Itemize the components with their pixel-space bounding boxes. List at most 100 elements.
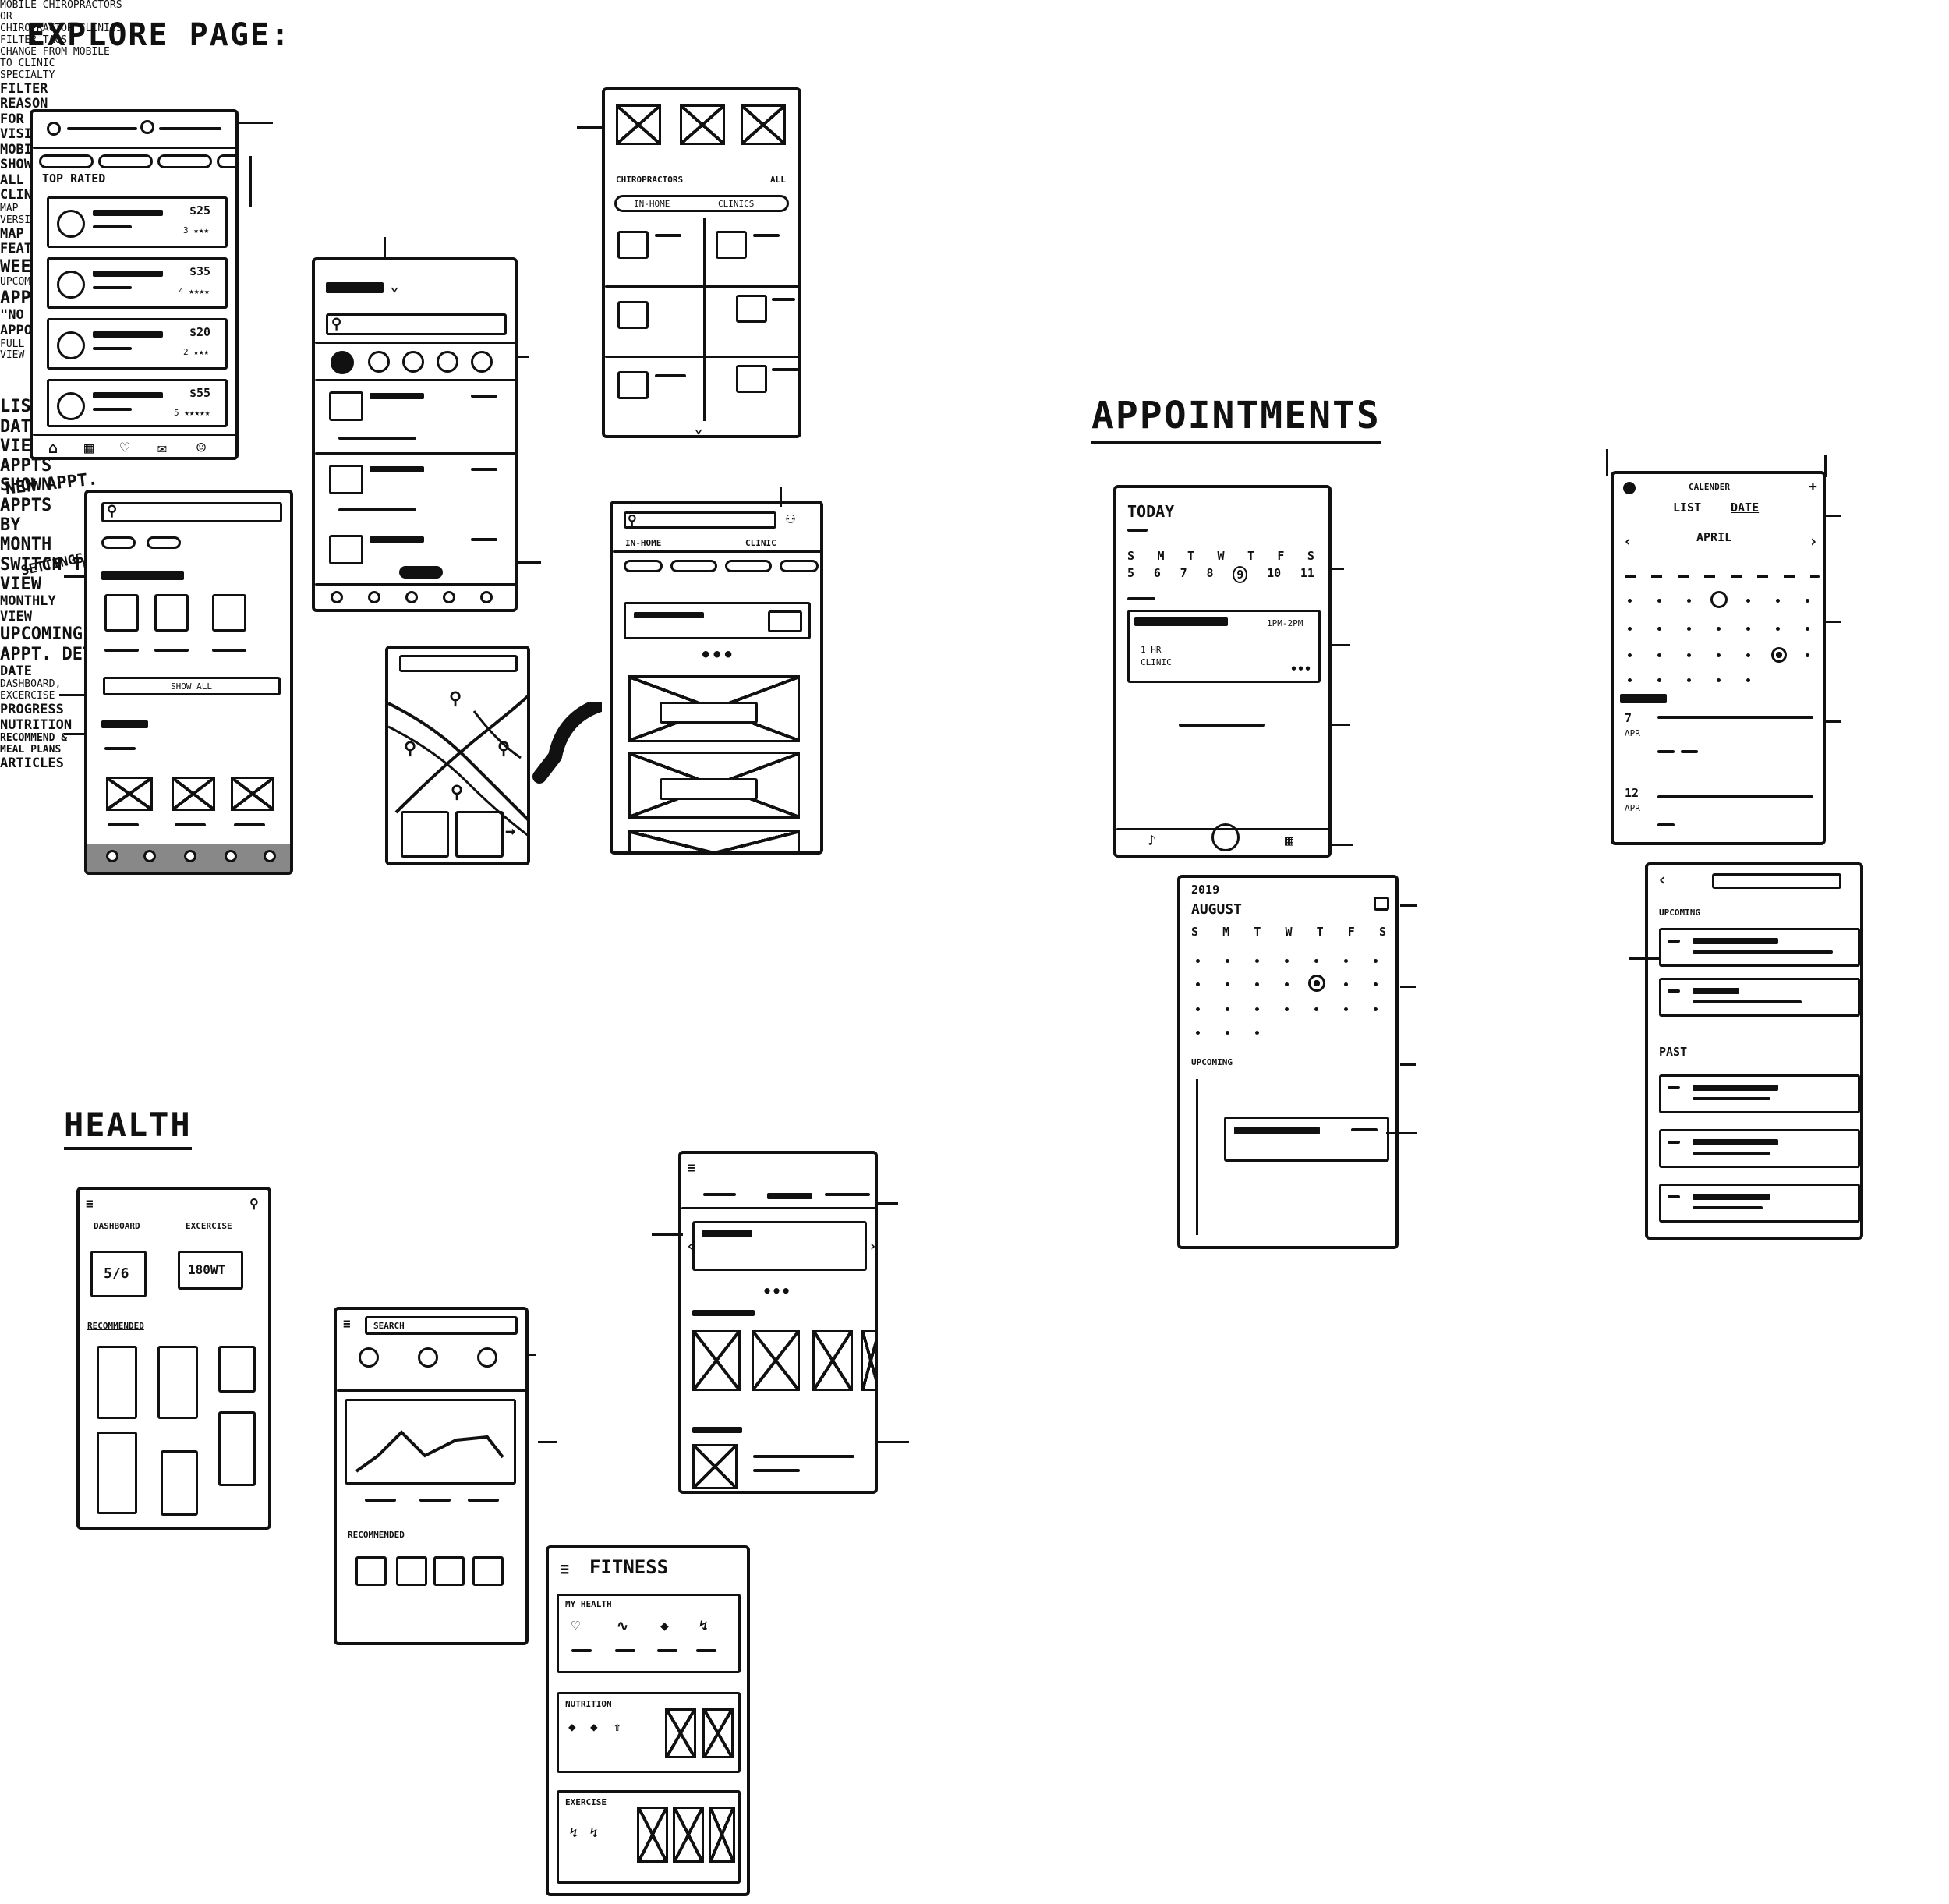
appointment-row[interactable] xyxy=(1659,978,1860,1017)
in-home-clinic-toggle[interactable]: IN-HOME CLINICS xyxy=(614,195,789,212)
exercise-image[interactable] xyxy=(709,1807,735,1863)
calendar-day-dot[interactable] xyxy=(1746,599,1750,603)
article-image[interactable] xyxy=(752,1330,800,1391)
arrow-right-icon[interactable]: → xyxy=(505,822,516,841)
filter-tag[interactable] xyxy=(39,154,94,168)
tab-active[interactable] xyxy=(767,1193,812,1199)
specialty-chip[interactable] xyxy=(402,351,424,373)
map-view[interactable] xyxy=(388,680,530,836)
filter-tag[interactable] xyxy=(98,154,153,168)
calendar-day-dot[interactable] xyxy=(1687,627,1691,631)
date-tab[interactable]: DATE xyxy=(1731,501,1760,515)
appt-row-line[interactable] xyxy=(1657,716,1813,719)
meal-image[interactable] xyxy=(665,1708,696,1758)
nav-icon[interactable] xyxy=(480,591,493,603)
clinics-option[interactable]: CLINICS xyxy=(718,199,755,209)
date-cell[interactable]: 11 xyxy=(1300,566,1314,580)
recommended-card[interactable] xyxy=(157,1346,198,1419)
nav-icon[interactable] xyxy=(225,850,237,862)
recommended-card[interactable] xyxy=(218,1346,256,1393)
add-icon[interactable]: + xyxy=(1809,479,1817,495)
calendar-day-dot[interactable] xyxy=(1687,678,1691,682)
filter-tag[interactable] xyxy=(157,154,212,168)
nav-icon[interactable] xyxy=(405,591,418,603)
menu-icon[interactable]: ≡ xyxy=(343,1316,351,1331)
provider-photo[interactable] xyxy=(154,594,189,632)
list-tab[interactable]: LIST xyxy=(1673,501,1702,515)
meal-plan-card[interactable] xyxy=(692,1221,867,1271)
dashboard-icon[interactable] xyxy=(359,1347,379,1368)
map-pin-icon[interactable]: ⚲ xyxy=(451,783,464,802)
calendar-day-dot[interactable] xyxy=(1687,599,1691,603)
calendar-day-dot[interactable] xyxy=(1344,1007,1348,1011)
stat-card[interactable]: 5/6 xyxy=(90,1251,147,1297)
calendar-day-dot[interactable] xyxy=(1776,627,1780,631)
week-view-toggle[interactable] xyxy=(1374,897,1389,911)
reason-image[interactable] xyxy=(616,104,661,145)
nav-icon[interactable] xyxy=(264,850,276,862)
recommended-thumb[interactable] xyxy=(355,1556,387,1586)
chevron-down-icon[interactable]: ⌄ xyxy=(694,418,704,437)
calendar-day-dot[interactable] xyxy=(1374,959,1378,963)
calendar-day-dot[interactable] xyxy=(1746,678,1750,682)
calendar-day-dot[interactable] xyxy=(1657,627,1661,631)
provider-photo[interactable] xyxy=(736,295,767,323)
calendar-day-dot[interactable] xyxy=(1344,982,1348,986)
calendar-day-dot[interactable] xyxy=(1717,627,1721,631)
map-pin-icon[interactable]: ⚲ xyxy=(449,689,462,709)
more-icon[interactable]: ••• xyxy=(1290,662,1312,676)
location-dropdown[interactable] xyxy=(326,282,384,293)
appointment-card[interactable]: 1PM-2PM 1 HR CLINIC ••• xyxy=(1127,610,1321,683)
menu-icon[interactable]: ≡ xyxy=(688,1160,695,1175)
recommended-thumb[interactable] xyxy=(472,1556,504,1586)
chevron-right-icon[interactable]: › xyxy=(1809,532,1819,550)
provider-card[interactable]: $25 3 ★★★ xyxy=(47,196,228,248)
appointment-row[interactable] xyxy=(1659,1129,1860,1168)
appointment-row[interactable] xyxy=(1659,1184,1860,1223)
calendar-day-dot[interactable] xyxy=(1717,653,1721,657)
calendar-day-dot[interactable] xyxy=(1285,982,1289,986)
health-heart-icon[interactable]: ♡ xyxy=(120,438,130,457)
recommended-card[interactable] xyxy=(218,1411,256,1486)
tab[interactable] xyxy=(825,1193,870,1196)
provider-card[interactable]: $20 2 ★★★ xyxy=(47,318,228,370)
search-input[interactable]: ⚲ xyxy=(101,502,282,522)
calendar-day-dot[interactable] xyxy=(1285,1007,1289,1011)
provider-card[interactable]: $35 4 ★★★★ xyxy=(47,257,228,309)
calendar-day-dot[interactable] xyxy=(1314,959,1318,963)
specialty-chip[interactable] xyxy=(437,351,458,373)
calendar-day-dot[interactable] xyxy=(1226,1031,1229,1035)
exercise-icon[interactable] xyxy=(418,1347,438,1368)
nav-icon[interactable] xyxy=(443,591,455,603)
calendar-day-dot[interactable] xyxy=(1657,678,1661,682)
search-input[interactable] xyxy=(1712,873,1841,889)
search-input[interactable]: ⚲ xyxy=(326,313,507,335)
nav-icon[interactable] xyxy=(368,591,380,603)
show-all-button[interactable]: SHOW ALL xyxy=(103,677,281,695)
filter-tag[interactable] xyxy=(624,560,663,572)
filter-tag[interactable] xyxy=(101,536,136,549)
provider-photo[interactable] xyxy=(617,231,649,259)
provider-photo[interactable] xyxy=(617,371,649,399)
map-toggle-icon[interactable]: ⚇ xyxy=(786,508,796,527)
clinic-image[interactable] xyxy=(231,777,274,811)
progress-chart[interactable] xyxy=(345,1399,516,1485)
stat-card[interactable]: 180wt xyxy=(178,1251,243,1290)
menu-icon[interactable]: ≡ xyxy=(560,1559,570,1578)
appointment-day-marker[interactable] xyxy=(1710,591,1728,608)
date-cell[interactable]: 5 xyxy=(1127,566,1135,580)
calendar-day-dot[interactable] xyxy=(1628,627,1632,631)
recommended-card[interactable] xyxy=(161,1450,198,1516)
map-result-card[interactable] xyxy=(455,811,504,858)
specialty-chip-selected[interactable] xyxy=(331,351,354,374)
article-image[interactable] xyxy=(812,1330,853,1391)
meal-image[interactable] xyxy=(702,1708,734,1758)
bell-icon[interactable]: ♪ xyxy=(1148,833,1156,849)
recommended-thumb[interactable] xyxy=(433,1556,465,1586)
calendar-day-dot[interactable] xyxy=(1196,982,1200,986)
search-input[interactable]: ⚲ xyxy=(624,511,776,529)
calendar-day-dot[interactable] xyxy=(1806,653,1809,657)
chevron-left-icon[interactable]: ‹ xyxy=(1623,532,1633,550)
provider-photo[interactable] xyxy=(104,594,139,632)
calendar-icon[interactable]: ▦ xyxy=(84,438,94,457)
